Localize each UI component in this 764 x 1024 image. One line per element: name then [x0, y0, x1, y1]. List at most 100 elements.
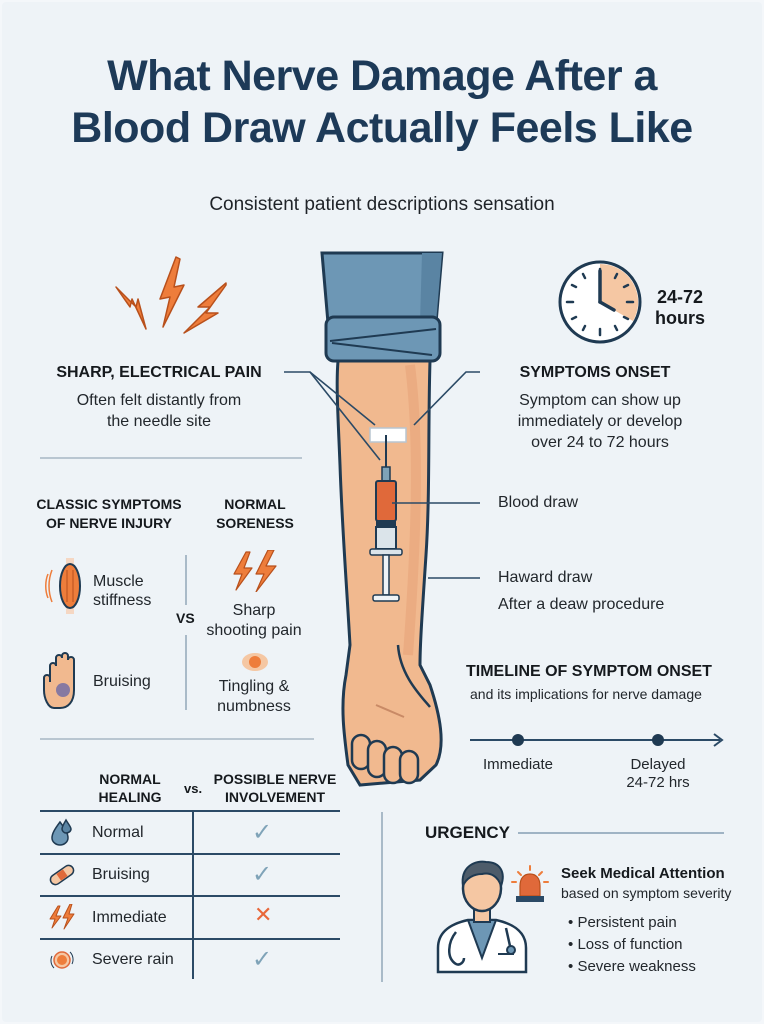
tingling-line-1: Tingling & — [218, 678, 290, 695]
clock-label: 24-72 hours — [652, 287, 708, 329]
onset-heading: SYMPTOMS ONSET — [519, 364, 671, 381]
onset-desc-line-3: over 24 to 72 hours — [531, 434, 669, 451]
table-column-rule — [192, 812, 194, 979]
urgency-bullet: • Persistent pain — [568, 912, 696, 934]
muscle-icon — [45, 558, 81, 614]
table-row-severe-label: Severe rain — [92, 951, 174, 968]
callout-lines — [284, 371, 480, 579]
muscle-line-1: Muscle — [93, 573, 144, 590]
title-line-2: Blood Draw Actually Feels Like — [71, 104, 693, 152]
pain-desc-line-2: the needle site — [106, 413, 212, 430]
classic-heading-line-2: OF NERVE INJURY — [45, 515, 173, 531]
onset-desc-line-1: Symptom can show up — [519, 392, 681, 409]
table-row-normal-label: Normal — [92, 824, 144, 841]
timeline-label-delayed: Delayed 24-72 hrs — [612, 756, 704, 792]
bruised-hand-icon — [43, 652, 75, 709]
sharp-shooting-pain-label: Sharp shooting pain — [195, 601, 313, 641]
check-icon: ✓ — [252, 945, 273, 973]
page-subtitle: Consistent patient descriptions sensatio… — [209, 194, 555, 215]
delayed-line-1: Delayed — [630, 756, 686, 773]
divider — [518, 832, 724, 834]
tingling-icon — [242, 653, 268, 671]
syringe-icon — [369, 466, 403, 602]
lightning-icon — [233, 550, 277, 592]
timeline-point-immediate — [512, 734, 524, 746]
delayed-line-2: 24-72 hrs — [626, 774, 690, 791]
page-title: What Nerve Damage After a Blood Draw Act… — [0, 50, 764, 154]
bullet-text: Persistent pain — [577, 914, 677, 931]
normal-healing-header: NORMAL HEALING — [90, 770, 170, 806]
timeline-point-delayed — [652, 734, 664, 746]
urgency-heading: URGENCY — [425, 823, 511, 842]
timeline-axis — [470, 733, 724, 747]
timeline-subheading: and its implications for nerve damage — [470, 686, 702, 702]
clock-icon — [558, 260, 642, 344]
classic-heading-line-1: CLASSIC SYMPTOMS — [36, 496, 182, 512]
healing-header-line-1: NORMAL — [99, 771, 161, 787]
pain-heading: SHARP, ELECTRICAL PAIN — [56, 364, 262, 381]
table-row-immediate-label: Immediate — [92, 909, 167, 926]
bullet-glyph: • — [568, 914, 574, 931]
label-haward-draw: Haward draw — [498, 569, 593, 586]
bandage-icon — [49, 864, 75, 886]
pain-target-icon — [50, 951, 74, 969]
sharp-line-1: Sharp — [232, 602, 276, 619]
pain-desc-line-1: Often felt distantly from — [76, 392, 242, 409]
timeline-heading: TIMELINE OF SYMPTOM ONSET — [466, 663, 712, 680]
doctor-icon — [436, 860, 528, 974]
tingling-line-2: numbness — [217, 698, 291, 715]
bullet-glyph: • — [568, 958, 574, 975]
vs-label: VS — [176, 610, 195, 626]
nerve-involvement-header: POSSIBLE NERVE INVOLVEMENT — [208, 770, 342, 806]
bullet-text: Severe weakness — [577, 958, 696, 975]
urgency-bullet: • Severe weakness — [568, 956, 696, 978]
classic-symptoms-heading: CLASSIC SYMPTOMS OF NERVE INJURY — [24, 495, 194, 533]
clock-label-line-1: 24-72 — [656, 287, 704, 307]
table-row-rule — [40, 895, 340, 897]
pain-description: Often felt distantly from the needle sit… — [34, 390, 284, 432]
soreness-heading-line-2: SORENESS — [216, 515, 294, 531]
urgency-subtitle: based on symptom severity — [561, 885, 732, 901]
normal-soreness-heading: NORMAL SORENESS — [205, 495, 305, 533]
urgency-bullet-list: • Persistent pain • Loss of function • S… — [568, 912, 696, 978]
onset-description: Symptom can show up immediately or devel… — [495, 390, 705, 453]
bandage-patch — [369, 427, 407, 443]
muscle-stiffness-label: Muscle stiffness — [93, 572, 151, 610]
cross-icon: ✕ — [254, 903, 273, 928]
water-drop-icon — [51, 818, 72, 846]
bruising-label: Bruising — [93, 673, 151, 690]
healing-header-line-2: HEALING — [98, 789, 162, 805]
soreness-heading-line-1: NORMAL — [224, 496, 286, 512]
tingling-numbness-label: Tingling & numbness — [195, 677, 313, 717]
check-icon: ✓ — [252, 860, 273, 888]
sharp-line-2: shooting pain — [206, 622, 302, 639]
divider — [185, 555, 187, 605]
divider — [40, 457, 302, 459]
check-icon: ✓ — [252, 818, 273, 846]
table-row-rule — [40, 938, 340, 940]
nerve-header-line-2: INVOLVEMENT — [224, 789, 326, 805]
lightning-icon — [49, 904, 75, 930]
table-row-rule — [40, 853, 340, 855]
alarm-siren-icon — [511, 865, 549, 902]
table-vs-label: vs. — [184, 781, 203, 796]
bullet-text: Loss of function — [577, 936, 683, 953]
table-header-rule — [40, 810, 340, 812]
divider — [40, 738, 314, 740]
divider — [185, 635, 187, 710]
timeline-label-immediate: Immediate — [482, 756, 554, 773]
onset-desc-line-2: immediately or develop — [517, 413, 683, 430]
nerve-header-line-1: POSSIBLE NERVE — [213, 771, 337, 787]
urgency-bullet: • Loss of function — [568, 934, 696, 956]
muscle-line-2: stiffness — [93, 592, 152, 609]
label-blood-draw: Blood draw — [498, 494, 579, 511]
label-after-procedure: After a deaw procedure — [498, 596, 665, 613]
hand-fingers — [350, 733, 420, 785]
table-row-bruising-label: Bruising — [92, 866, 150, 883]
bullet-glyph: • — [568, 936, 574, 953]
divider — [381, 812, 383, 982]
lightning-bolts-icon — [115, 256, 227, 334]
clock-label-line-2: hours — [654, 308, 705, 328]
title-line-1: What Nerve Damage After a — [107, 52, 657, 100]
arm-illustration — [284, 251, 480, 787]
